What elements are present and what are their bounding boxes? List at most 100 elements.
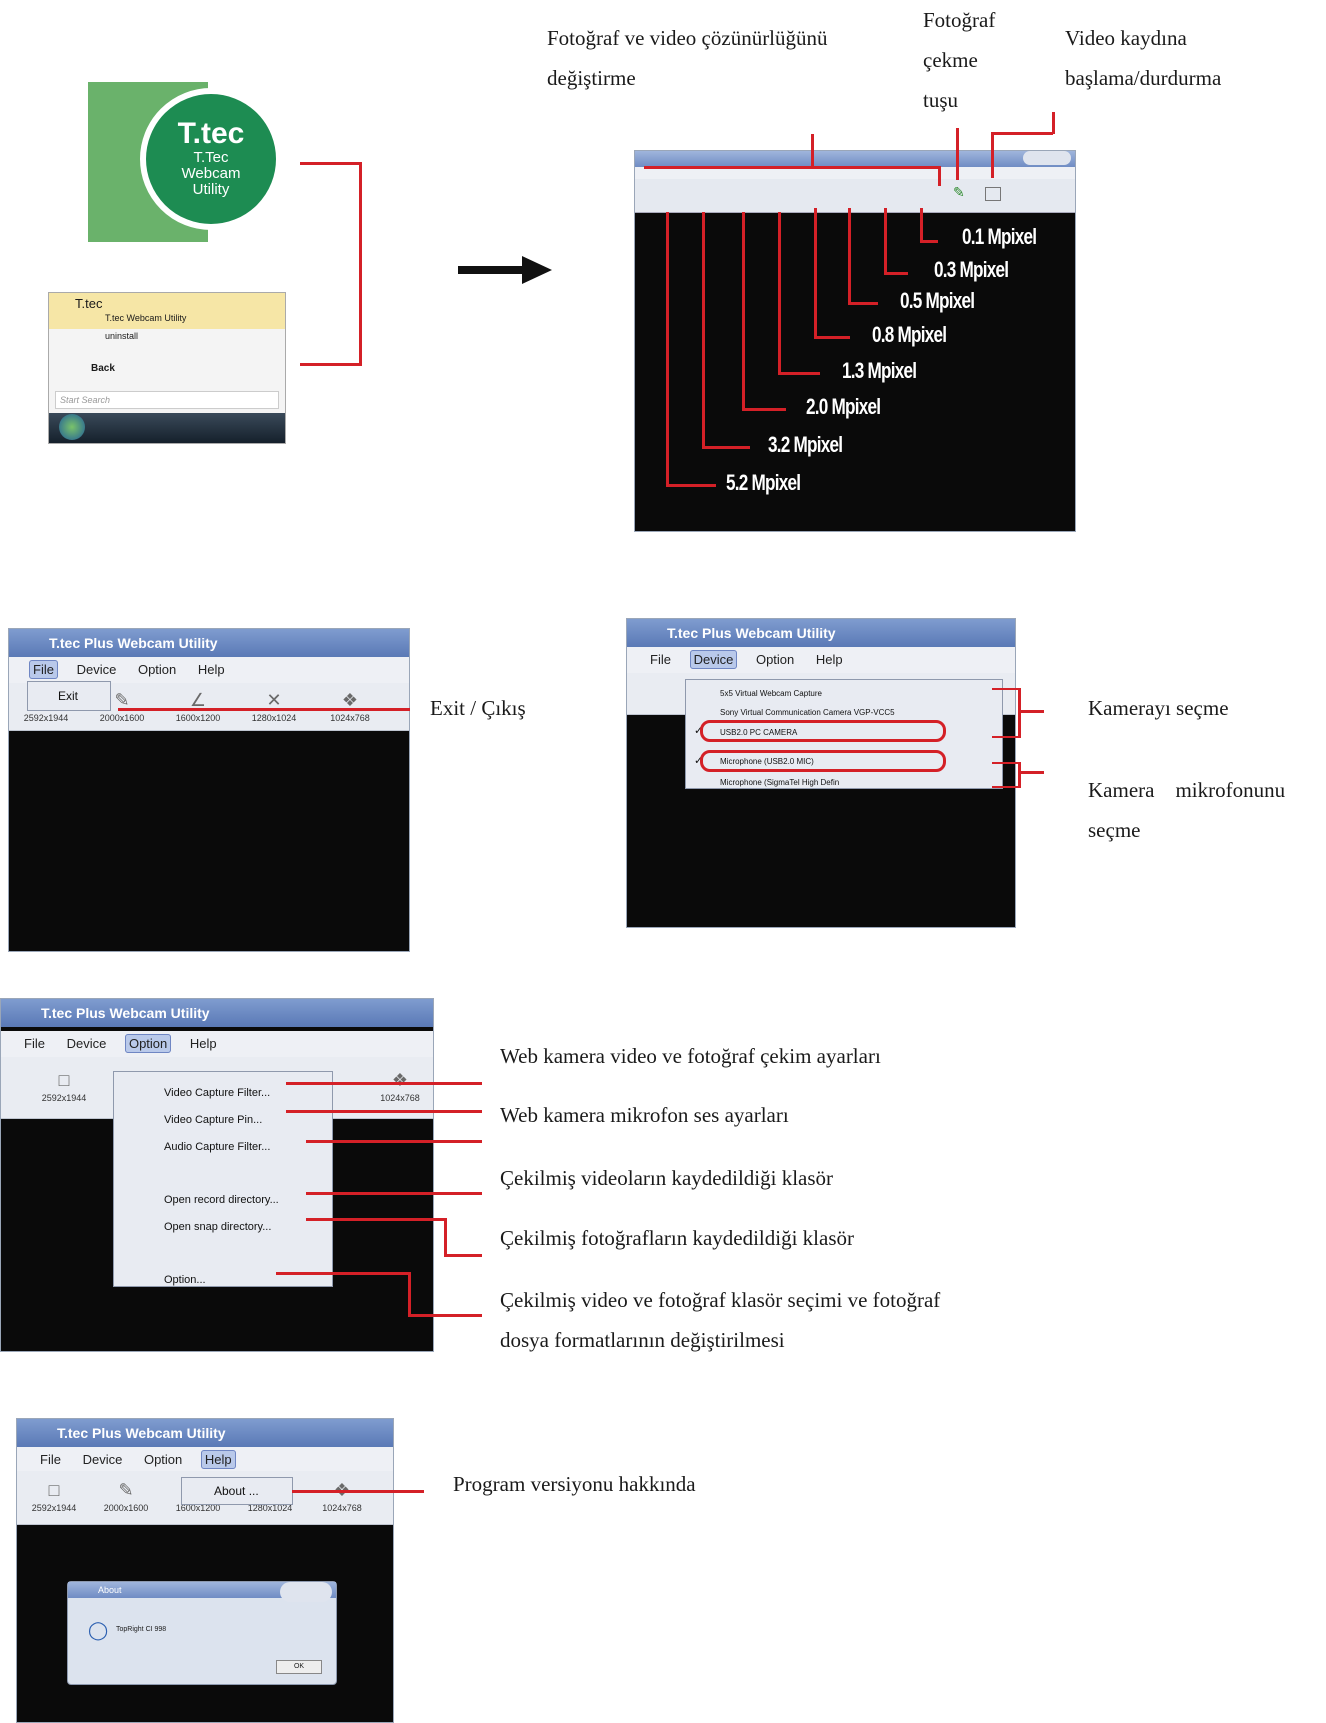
device-item[interactable]: USB2.0 PC CAMERA: [720, 728, 798, 737]
webcam-window-device: T.tec Plus Webcam Utility File Device Op…: [626, 618, 1016, 928]
menu-file[interactable]: File: [40, 1452, 61, 1467]
option-item-snap-dir[interactable]: Open snap directory...: [164, 1221, 272, 1233]
menu-option[interactable]: Option: [124, 1034, 172, 1053]
caption-snapshot-1: Fotoğraf: [923, 8, 996, 32]
caption-resolution-1: Fotoğraf ve video çözünürlüğünü: [547, 26, 828, 50]
resolution-label-4: 1.3 Mpixel: [842, 358, 917, 383]
about-dialog: About ◯ TopRight CI 998 OK: [67, 1581, 337, 1685]
logo-brand: T.tec: [177, 117, 245, 150]
tb-label: 2592x1944: [23, 713, 69, 723]
menu-help[interactable]: Help: [815, 652, 843, 667]
window-title: T.tec Plus Webcam Utility: [9, 629, 409, 657]
res-icon[interactable]: ∠: [189, 690, 207, 710]
device-item[interactable]: Microphone (USB2.0 MIC): [720, 757, 814, 766]
menu-option[interactable]: Option: [143, 1452, 183, 1467]
webcam-window-help: T.tec Plus Webcam Utility File Device Op…: [16, 1418, 394, 1723]
res-icon[interactable]: ✕: [266, 690, 282, 710]
resolution-label-6: 3.2 Mpixel: [768, 432, 843, 457]
start-menu-uninstall[interactable]: uninstall: [105, 331, 139, 341]
caption-video-folder: Çekilmiş videoların kaydedildiği klasör: [500, 1166, 834, 1190]
tb-label: 1280x1024: [251, 713, 297, 723]
snapshot-button[interactable]: ✎: [953, 186, 965, 201]
menu-help[interactable]: Help: [200, 1450, 236, 1469]
tb-label: 1024x768: [380, 1093, 420, 1103]
option-item-record-dir[interactable]: Open record directory...: [164, 1194, 279, 1206]
about-window-controls-icon[interactable]: [280, 1582, 332, 1602]
resolution-label-1: 0.3 Mpixel: [934, 257, 1009, 282]
webcam-window-file: T.tec Plus Webcam Utility File Device Op…: [8, 628, 410, 952]
device-item[interactable]: Sony Virtual Communication Camera VGP-VC…: [720, 708, 895, 717]
caption-mic-select-2: seçme: [1088, 818, 1141, 842]
caption-photo-folder: Çekilmiş fotoğrafların kaydedildiği klas…: [500, 1226, 855, 1250]
res-icon[interactable]: ❖: [341, 690, 359, 710]
tb-label: 1600x1200: [175, 1503, 221, 1513]
device-item[interactable]: 5x5 Virtual Webcam Capture: [720, 689, 822, 698]
menu-option[interactable]: Option: [137, 662, 177, 677]
resolution-label-2: 0.5 Mpixel: [900, 288, 975, 313]
res-icon[interactable]: □: [48, 1480, 60, 1500]
resolution-label-7: 5.2 Mpixel: [726, 470, 801, 495]
option-item-option[interactable]: Option...: [164, 1274, 206, 1286]
app-icon: ◯: [88, 1620, 109, 1640]
window-title: T.tec Plus Webcam Utility: [17, 1419, 393, 1447]
caption-about: Program versiyonu hakkında: [453, 1472, 696, 1496]
menu-option[interactable]: Option: [755, 652, 795, 667]
webcam-window-main: ✎: [634, 150, 1076, 532]
caption-snapshot-3: tuşu: [923, 88, 959, 112]
caption-folder-format-1: Çekilmiş video ve fotoğraf klasör seçimi…: [500, 1288, 941, 1312]
tb-label: 2592x1944: [41, 1093, 87, 1103]
window-controls-icon[interactable]: [1023, 151, 1071, 165]
menu-device[interactable]: Device: [66, 1036, 107, 1051]
menu-item-exit[interactable]: Exit: [58, 689, 79, 703]
menu-item-about[interactable]: About ...: [214, 1484, 259, 1498]
window-title: T.tec Plus Webcam Utility: [1, 999, 433, 1027]
res-icon[interactable]: ❖: [391, 1070, 409, 1090]
menu-file[interactable]: File: [650, 652, 671, 667]
caption-resolution-2: değiştirme: [547, 66, 636, 90]
about-title: About: [68, 1582, 336, 1598]
menu-file[interactable]: File: [29, 660, 58, 679]
resolution-label-0: 0.1 Mpixel: [962, 224, 1037, 249]
menu-file[interactable]: File: [24, 1036, 45, 1051]
record-button[interactable]: [985, 187, 1001, 201]
webcam-window-option: T.tec Plus Webcam Utility File Device Op…: [0, 998, 434, 1352]
caption-folder-format-2: dosya formatlarının değiştirilmesi: [500, 1328, 785, 1352]
menu-device[interactable]: Device: [689, 650, 738, 669]
option-item-video-filter[interactable]: Video Capture Filter...: [164, 1087, 271, 1099]
caption-record-2: başlama/durdurma: [1065, 66, 1222, 90]
taskbar: [49, 413, 285, 443]
resolution-label-5: 2.0 Mpixel: [806, 394, 881, 419]
menu-device[interactable]: Device: [76, 662, 117, 677]
start-menu-app[interactable]: T.tec Webcam Utility: [105, 313, 187, 323]
tb-label: 2000x1600: [99, 713, 145, 723]
device-item[interactable]: Microphone (SigmaTel High Defin: [720, 778, 840, 787]
tb-label: 2000x1600: [103, 1503, 149, 1513]
option-item-video-pin[interactable]: Video Capture Pin...: [164, 1114, 263, 1126]
menu-device[interactable]: Device: [82, 1452, 123, 1467]
start-search-input[interactable]: Start Search: [55, 391, 279, 409]
caption-mic-settings: Web kamera mikrofon ses ayarları: [500, 1103, 789, 1127]
arrow-right-icon: [458, 266, 528, 274]
caption-exit: Exit / Çıkış: [430, 696, 526, 720]
resolution-label-3: 0.8 Mpixel: [872, 322, 947, 347]
tb-label: 1024x768: [330, 713, 370, 723]
back-button[interactable]: Back: [91, 363, 115, 374]
menu-help[interactable]: Help: [189, 1036, 217, 1051]
res-icon[interactable]: □: [58, 1070, 70, 1090]
caption-snapshot-2: çekme: [923, 48, 978, 72]
menu-help[interactable]: Help: [197, 662, 225, 677]
res-icon[interactable]: ✎: [114, 690, 130, 710]
res-icon[interactable]: ✎: [118, 1480, 134, 1500]
check-icon: ✓: [694, 755, 704, 767]
option-item-audio-filter[interactable]: Audio Capture Filter...: [164, 1141, 271, 1153]
about-ok-button[interactable]: OK: [276, 1660, 322, 1674]
check-icon: ✓: [694, 725, 704, 737]
tb-label: 2592x1944: [31, 1503, 77, 1513]
windows-orb-icon[interactable]: [59, 414, 85, 440]
caption-video-settings: Web kamera video ve fotoğraf çekim ayarl…: [500, 1044, 881, 1068]
caption-mic-select-1: Kamera mikrofonunu: [1088, 778, 1286, 802]
window-title: T.tec Plus Webcam Utility: [627, 619, 1015, 647]
logo-line3: Utility: [192, 181, 230, 198]
start-menu-folder[interactable]: T.tec: [75, 296, 103, 311]
tb-label: 1024x768: [322, 1503, 362, 1513]
